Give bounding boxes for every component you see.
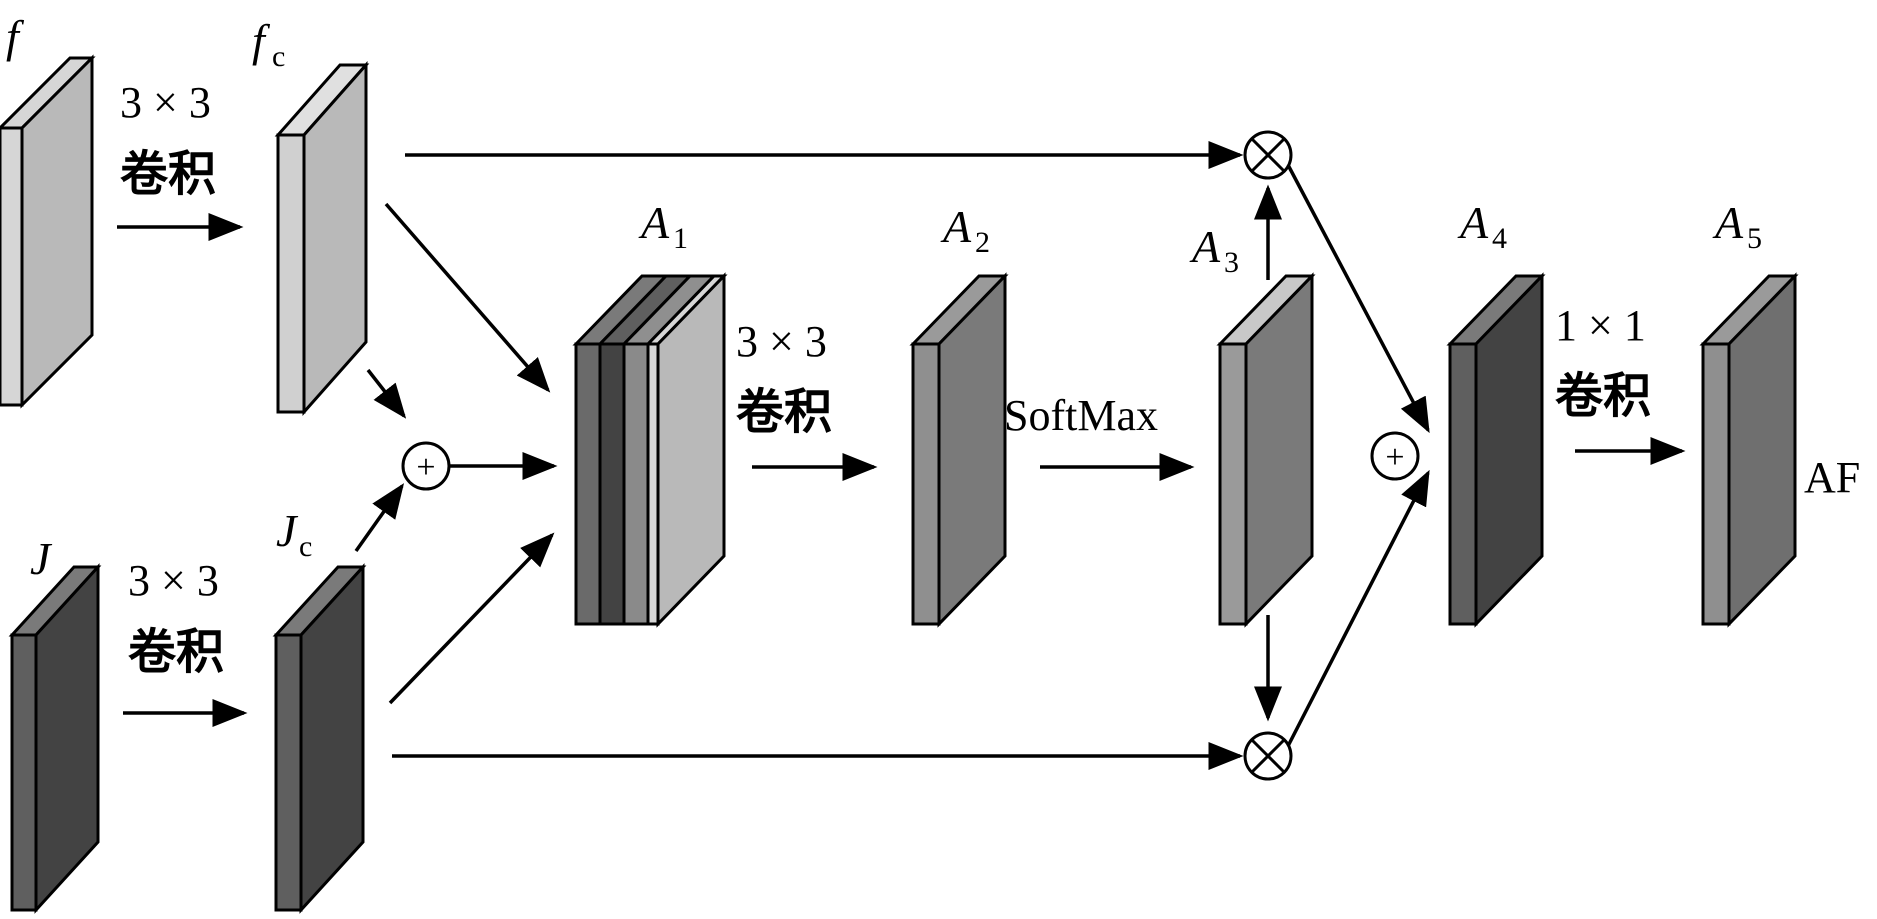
svg-text:3: 3 <box>1224 246 1239 279</box>
svg-text:2: 2 <box>975 226 990 259</box>
svg-text:3 × 3: 3 × 3 <box>120 78 211 127</box>
op-conv3-top: 3 × 3 卷积 <box>120 78 216 202</box>
svg-text:4: 4 <box>1492 222 1507 255</box>
svg-text:5: 5 <box>1747 222 1762 255</box>
plus-operator-right: + <box>1370 431 1420 481</box>
label-f: f <box>6 11 25 62</box>
connections <box>117 141 1686 770</box>
label-A2: A 2 <box>940 201 990 259</box>
svg-text:f: f <box>252 15 271 66</box>
multiply-operator-top <box>1243 130 1293 180</box>
feature-block-A5 <box>1699 272 1799 628</box>
svg-text:J: J <box>276 505 299 556</box>
feature-block-A1 <box>572 272 728 628</box>
arrow-Jc-to-plus <box>354 483 405 553</box>
svg-text:A: A <box>1189 221 1221 272</box>
svg-text:卷积: 卷积 <box>736 384 832 440</box>
label-A5: A 5 <box>1712 197 1762 255</box>
multiply-operator-bottom <box>1243 731 1293 781</box>
op-conv3-middle: 3 × 3 卷积 <box>736 317 832 440</box>
svg-text:3 × 3: 3 × 3 <box>736 317 827 366</box>
feature-block-A3 <box>1216 272 1316 628</box>
arrow-fc-to-A1 <box>384 202 551 393</box>
svg-text:c: c <box>299 530 312 563</box>
feature-block-fc <box>274 61 370 416</box>
feature-block-A4 <box>1446 272 1546 628</box>
arrow-mul-top-to-A4 <box>1285 162 1430 434</box>
svg-text:1: 1 <box>673 222 688 255</box>
label-A4: A 4 <box>1457 197 1507 255</box>
label-AF: AF <box>1804 453 1860 502</box>
feature-block-J <box>8 563 102 914</box>
svg-text:A: A <box>638 197 670 248</box>
feature-block-f <box>0 54 96 409</box>
svg-text:3 × 3: 3 × 3 <box>128 556 219 605</box>
svg-text:+: + <box>1385 439 1404 476</box>
op-conv1: 1 × 1 卷积 <box>1555 301 1651 424</box>
svg-text:卷积: 卷积 <box>1555 368 1651 424</box>
svg-text:+: + <box>416 449 435 486</box>
arrow-Jc-to-A1 <box>388 532 555 705</box>
arrow-fc-to-plus <box>366 368 407 419</box>
svg-text:1 × 1: 1 × 1 <box>1555 301 1646 350</box>
svg-text:卷积: 卷积 <box>128 624 224 680</box>
svg-text:A: A <box>1457 197 1489 248</box>
label-A3: A 3 <box>1189 221 1239 279</box>
arrow-mul-bottom-to-A4 <box>1285 469 1430 749</box>
svg-text:c: c <box>272 40 285 73</box>
plus-operator-left: + <box>401 441 451 491</box>
op-conv3-bottom: 3 × 3 卷积 <box>128 556 224 680</box>
svg-text:卷积: 卷积 <box>120 146 216 202</box>
feature-block-A2 <box>909 272 1009 628</box>
label-fc: f c <box>252 15 285 73</box>
svg-text:A: A <box>1712 197 1744 248</box>
label-Jc: J c <box>276 505 312 563</box>
op-softmax: SoftMax <box>1004 391 1158 440</box>
feature-block-Jc <box>272 563 367 914</box>
svg-text:A: A <box>940 201 972 252</box>
label-J: J <box>30 533 53 584</box>
label-A1: A 1 <box>638 197 688 255</box>
